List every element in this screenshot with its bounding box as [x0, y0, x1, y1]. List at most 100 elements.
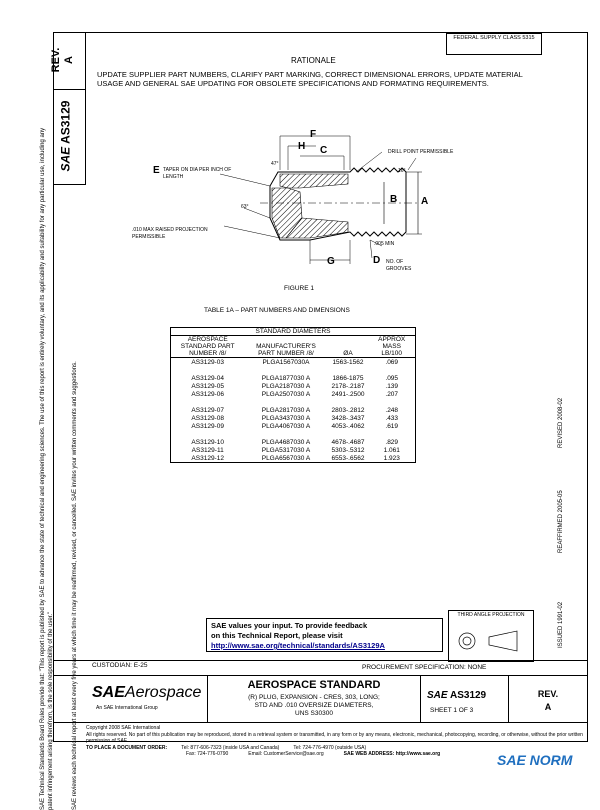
custodian: CUSTODIAN: E-25 — [92, 662, 148, 669]
dim-h-label: H — [298, 141, 306, 152]
rationale-text: UPDATE SUPPLIER PART NUMBERS, CLARIFY PA… — [97, 70, 523, 88]
order-line-1: TO PLACE A DOCUMENT ORDER: Tel: 877-606-… — [86, 744, 367, 751]
dim-b-label: B — [390, 194, 398, 205]
table-cell: .248 — [368, 406, 417, 414]
dim-e-label: E — [153, 165, 160, 176]
divider-3 — [508, 675, 509, 722]
table-cell: .069 — [368, 357, 417, 366]
table-cell — [170, 366, 245, 374]
taper-note: TAPER ON DIA PER INCH OF LENGTH — [163, 167, 232, 180]
sae-norm-watermark: SAE NORM — [497, 752, 573, 768]
title-block-bottom — [53, 722, 588, 723]
feedback-line-1: SAE values your input. To provide feedba… — [211, 621, 368, 630]
table-cell: 3428-.3437 — [331, 414, 365, 422]
col-header: APPROX MASS LB/100 — [368, 335, 417, 358]
dim-a-label: A — [421, 196, 429, 207]
table-cell: PLGA1877030 A — [261, 374, 311, 382]
min-note: .005 MIN — [374, 241, 395, 247]
feedback-link[interactable]: http://www.sae.org/technical/standards/A… — [211, 641, 385, 650]
standard-title: AEROSPACE STANDARD — [247, 679, 381, 691]
table-row: AS3129-10 PLGA4687030 A 4678-.4687.829 — [170, 438, 417, 446]
table-cell: PLGA3437030 A — [261, 414, 311, 422]
table-row: AS3129-03 PLGA1567030A 1563-1562 .069 — [170, 357, 417, 366]
feedback-line-2: on this Technical Report, please visit — [211, 631, 343, 640]
table-cell: AS3129-07 — [170, 406, 245, 414]
table-cell: .139 — [368, 382, 417, 390]
procurement: PROCUREMENT SPECIFICATION: NONE — [362, 664, 487, 671]
footer: Copyright 2008 SAE International All rig… — [86, 725, 586, 758]
table-cell — [244, 398, 327, 406]
raised-note: .010 MAX RAISED PROJECTION PERMISSIBLE — [132, 227, 208, 240]
dim-c-label: C — [320, 145, 328, 156]
projection-label: THIRD ANGLE PROJECTION — [457, 612, 525, 618]
table-cell: PLGA6567030 A — [244, 454, 328, 463]
angle-16: 16° — [398, 168, 406, 174]
table-cell: 1563-1562 — [332, 358, 364, 366]
drill-note: DRILL POINT PERMISSIBLE — [388, 149, 454, 155]
angle-63: 63° — [241, 204, 249, 210]
table-title: TABLE 1A – PART NUMBERS AND DIMENSIONS — [204, 307, 350, 314]
rights-notice: All rights reserved. No part of this pub… — [86, 731, 583, 745]
table-cell: PLGA4067030 A — [261, 422, 311, 430]
table-cell — [368, 366, 417, 374]
table-cell: PLGA2187030 A — [261, 382, 311, 390]
parts-table: STANDARD DIAMETERS AEROSPACE STANDARD PA… — [170, 327, 417, 463]
sheet-number: SHEET 1 OF 3 — [430, 707, 474, 714]
table-cell — [244, 430, 327, 438]
divider-2 — [420, 675, 421, 722]
rev-issued: ISSUED 1991-02 — [558, 601, 564, 648]
table-cell: AS3129-11 — [170, 446, 245, 454]
table-cell: 1866-1875 — [332, 374, 364, 382]
doc-number-box — [53, 90, 86, 185]
table-cell: .207 — [368, 390, 417, 398]
table-cell: 2491-.2500 — [331, 390, 365, 398]
logo-tagline: An SAE International Group — [96, 705, 158, 711]
table-cell: 5303-.5312 — [331, 446, 365, 454]
title-doc-number: SAE AS3129 — [427, 690, 487, 701]
dim-f-label: F — [310, 129, 317, 140]
col-header: MANUFACTURER'S PART NUMBER /8/ — [244, 335, 328, 358]
table-cell: 6553-.6562 — [327, 454, 369, 463]
rev-label: REV. A — [50, 47, 75, 73]
table-cell: PLGA4687030 A — [261, 438, 311, 446]
table-cell: 4678-.4687 — [331, 438, 365, 446]
order-line-2: Fax: 724-776-0790 Email: CustomerService… — [186, 751, 441, 757]
angle-47: 47° — [271, 161, 279, 167]
table-row — [170, 366, 417, 374]
table-cell — [170, 430, 245, 438]
table-cell: AS3129-03 — [170, 357, 245, 366]
figure-1-drawing — [219, 135, 422, 264]
table-cell: 2178-.2187 — [331, 382, 365, 390]
rev-reaffirmed: REAFFIRMED 2005-05 — [558, 490, 564, 553]
table-cell: PLGA5317030 A — [261, 446, 311, 454]
table-cell: PLGA2817030 A — [261, 406, 311, 414]
figure-caption: FIGURE 1 — [284, 285, 314, 292]
copyright: Copyright 2008 SAE International — [86, 725, 161, 731]
table-row — [170, 398, 417, 406]
sae-aerospace-logo: SAEAerospace — [92, 684, 202, 701]
table-cell: AS3129-08 — [170, 414, 245, 422]
table-cell: AS3129-04 — [170, 374, 245, 382]
divider-1 — [207, 675, 208, 722]
side-notice: SAE Technical Standards Board Rules prov… — [40, 127, 78, 810]
table-cell — [328, 366, 369, 374]
table-cell — [328, 398, 369, 406]
table-cell — [244, 366, 327, 374]
fsc-stamp: FEDERAL SUPPLY CLASS 5315 — [446, 33, 542, 55]
table-row: AS3129-08 PLGA3437030 A 3428-.3437.433 — [170, 414, 417, 422]
projection-box: THIRD ANGLE PROJECTION — [448, 610, 534, 662]
table-cell: .829 — [368, 438, 417, 446]
table-cell: .433 — [368, 414, 417, 422]
revision-column: REVISED 2008-02 REAFFIRMED 2005-05 ISSUE… — [548, 330, 578, 648]
title-block-rule — [53, 660, 588, 661]
table-cell: AS3129-10 — [170, 438, 245, 446]
dim-g-label: G — [327, 256, 335, 267]
table-cell: PLGA1567030A — [262, 358, 310, 366]
table-cell: AS3129-09 — [170, 422, 245, 430]
table-cell — [328, 430, 369, 438]
